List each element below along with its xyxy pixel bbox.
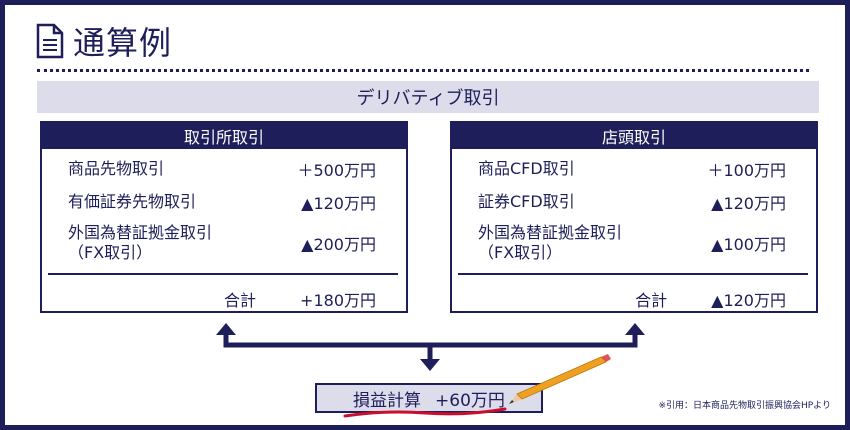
pencil-icon xyxy=(509,354,611,404)
title-row: 通算例 xyxy=(35,19,172,63)
total-value: +180万円 xyxy=(300,291,376,310)
row-label-line1: 外国為替証拠金取引 xyxy=(478,223,623,242)
list-item: 外国為替証拠金取引 （FX取引） ▲100万円 xyxy=(478,223,786,263)
connector-arrows xyxy=(216,323,645,371)
row-value: ▲120万円 xyxy=(711,194,786,213)
page-title: 通算例 xyxy=(73,24,173,62)
list-item: 外国為替証拠金取引 （FX取引） ▲200万円 xyxy=(68,223,376,263)
citation-note: ※引用：日本商品先物取引振興協会HPより xyxy=(658,401,831,411)
row-label: 証券CFD取引 xyxy=(478,192,575,211)
total-rule xyxy=(48,273,398,275)
down-arrowhead xyxy=(420,359,440,371)
row-value: ▲100万円 xyxy=(711,235,786,254)
total-label: 合計 xyxy=(635,291,668,310)
list-item: 商品先物取引 ＋500万円 xyxy=(68,157,376,181)
row-label: 有価証券先物取引 xyxy=(68,192,197,211)
result-value: +60万円 xyxy=(435,390,505,411)
otc-trading-box: 店頭取引 商品CFD取引 ＋100万円 証券CFD取引 ▲120万円 外国為替証… xyxy=(450,121,818,313)
row-value: ＋500万円 xyxy=(297,161,376,180)
row-label: 外国為替証拠金取引 （FX取引） xyxy=(478,223,622,263)
derivatives-band: デリバティブ取引 xyxy=(37,81,819,113)
row-label-line2: （FX取引） xyxy=(68,243,153,262)
right-up-arrowhead xyxy=(625,323,645,335)
list-item: 有価証券先物取引 ▲120万円 xyxy=(68,190,376,214)
total-label: 合計 xyxy=(224,291,257,310)
red-underline xyxy=(343,407,507,418)
list-item: 商品CFD取引 ＋100万円 xyxy=(478,157,786,181)
row-label: 商品先物取引 xyxy=(68,159,165,178)
row-label: 外国為替証拠金取引 （FX取引） xyxy=(68,223,212,263)
dotted-divider xyxy=(37,69,809,72)
total-value: ▲120万円 xyxy=(711,291,786,310)
result-label: 損益計算 xyxy=(353,390,422,411)
total-rule xyxy=(458,273,808,275)
left-up-arrowhead xyxy=(216,323,236,335)
list-item: 証券CFD取引 ▲120万円 xyxy=(478,190,786,214)
pencil-illustration xyxy=(343,354,611,418)
document-icon xyxy=(36,23,64,59)
row-value: ＋100万円 xyxy=(707,161,786,180)
exchange-trading-header: 取引所取引 xyxy=(42,123,406,149)
total-row: 合計 ▲120万円 xyxy=(452,287,786,311)
exchange-trading-box: 取引所取引 商品先物取引 ＋500万円 有価証券先物取引 ▲120万円 外国為替… xyxy=(40,121,408,313)
otc-trading-header: 店頭取引 xyxy=(452,123,816,149)
row-value: ▲120万円 xyxy=(301,194,376,213)
row-label-line1: 外国為替証拠金取引 xyxy=(68,223,213,242)
total-row: 合計 +180万円 xyxy=(42,287,376,311)
row-label-line2: （FX取引） xyxy=(478,243,563,262)
row-value: ▲200万円 xyxy=(301,235,376,254)
row-label: 商品CFD取引 xyxy=(478,159,575,178)
